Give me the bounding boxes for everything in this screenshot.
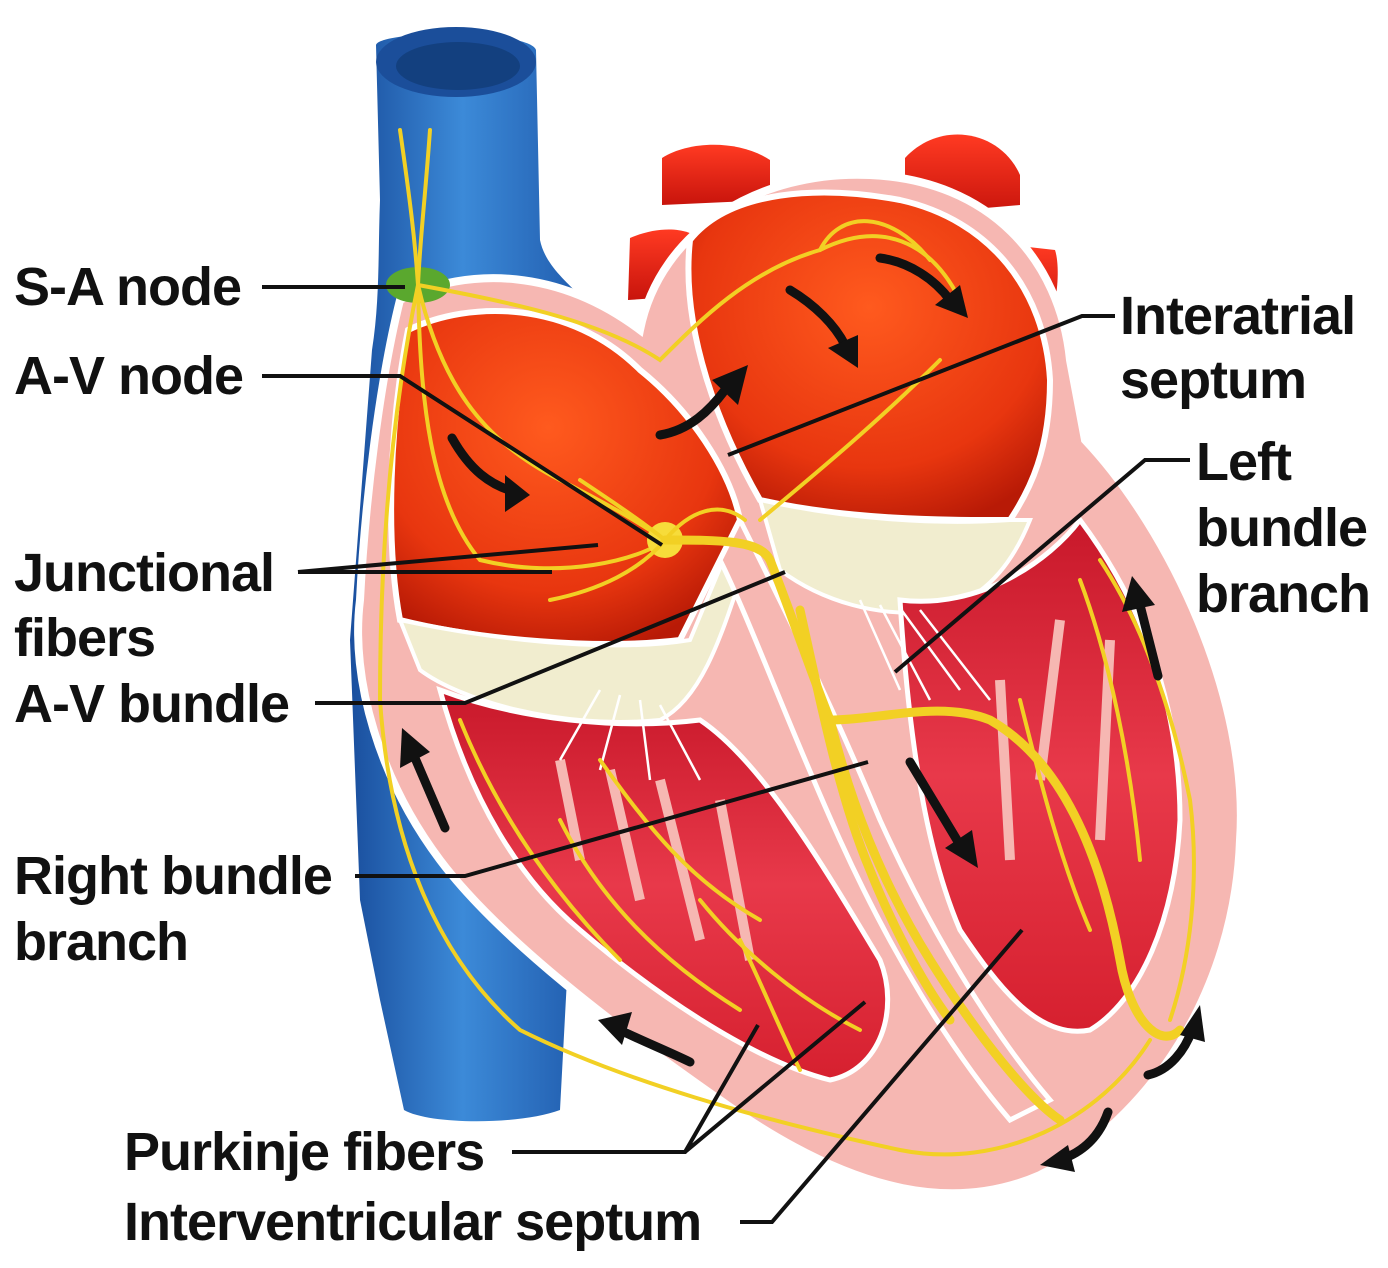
interventricular-septum-wall bbox=[717, 514, 1054, 1124]
arrow-septum-down-head bbox=[945, 830, 978, 868]
left-bundle-branch-fiber bbox=[825, 706, 1185, 1041]
label-purkinje: Purkinje fibers bbox=[124, 1122, 484, 1182]
arrow-right-atrium-head bbox=[505, 475, 530, 512]
label-left-bundle-1: Left bbox=[1196, 432, 1292, 492]
arrow-apex-bottom-head bbox=[1040, 1145, 1075, 1172]
arrow-bottom-left-head bbox=[598, 1012, 632, 1045]
sa-fiber-up-2 bbox=[416, 128, 432, 287]
arrow-left-wall-up-head bbox=[1122, 576, 1155, 612]
label-av-node: A-V node bbox=[14, 346, 243, 406]
vein-opening bbox=[396, 42, 520, 90]
chordae-tendineae bbox=[558, 599, 991, 781]
arrow-septum-down bbox=[905, 757, 965, 850]
label-junctional-2: fibers bbox=[14, 608, 155, 668]
leader-junctional-fibers bbox=[297, 543, 599, 574]
label-right-bundle-1: Right bundle bbox=[14, 846, 332, 906]
left-atrium bbox=[685, 189, 1054, 615]
label-right-bundle-2: branch bbox=[14, 912, 188, 972]
arrow-left-atrium-2-head bbox=[935, 285, 968, 318]
arrow-apex-right-head bbox=[1180, 1005, 1205, 1042]
arrow-bottom-left bbox=[615, 1025, 695, 1067]
arrow-right-wall-up-head bbox=[400, 728, 430, 768]
arrow-left-wall-up bbox=[1135, 600, 1163, 681]
leader-av-node bbox=[262, 374, 664, 547]
arrow-interatrial-head bbox=[712, 365, 748, 405]
right-purkinje-fibers bbox=[558, 758, 862, 1032]
leader-left-bundle bbox=[893, 458, 1190, 674]
septal-bundle-fiber bbox=[825, 715, 1065, 1125]
label-av-bundle: A-V bundle bbox=[14, 674, 289, 734]
label-interatrial-2: septum bbox=[1120, 350, 1306, 410]
left-atrium-chamber bbox=[685, 189, 1054, 524]
internodal-fiber-1 bbox=[416, 283, 667, 542]
arrow-left-atrium-1 bbox=[785, 285, 850, 350]
leader-interatrial bbox=[727, 314, 1115, 457]
bachmann-fiber bbox=[416, 248, 822, 363]
conduction-system bbox=[377, 128, 1196, 1157]
left-purkinje-fiber-1 bbox=[1098, 558, 1196, 1022]
arrow-left-atrium-2 bbox=[875, 253, 955, 305]
right-ventricle bbox=[436, 685, 891, 1083]
leader-lines bbox=[262, 285, 1190, 1224]
mitral-valve-area bbox=[757, 497, 1033, 615]
junctional-fiber-branches bbox=[548, 478, 747, 602]
label-sa-node: S-A node bbox=[14, 257, 241, 317]
leader-av-bundle bbox=[315, 570, 786, 705]
arrow-left-atrium-1-head bbox=[828, 335, 858, 368]
left-purkinje-fiber-2 bbox=[1018, 578, 1142, 932]
trabeculae-right bbox=[555, 759, 755, 961]
right-peripheral-fiber bbox=[377, 283, 1152, 1157]
impulse-arrows bbox=[400, 253, 1205, 1172]
label-junctional-1: Junctional bbox=[14, 543, 274, 603]
label-left-bundle-2: bundle bbox=[1196, 498, 1367, 558]
labels: S-A node A-V node Junctional fibers A-V … bbox=[14, 257, 1371, 1252]
leader-right-bundle bbox=[355, 760, 869, 878]
right-ventricle-muscle bbox=[436, 685, 891, 1083]
label-interventricular: Interventricular septum bbox=[124, 1192, 701, 1252]
aorta-left-branch bbox=[662, 144, 770, 205]
label-left-bundle-3: branch bbox=[1196, 564, 1370, 624]
arrow-interatrial bbox=[655, 385, 730, 440]
leader-purkinje bbox=[512, 1000, 867, 1154]
leader-interventricular bbox=[740, 928, 1024, 1224]
arrow-right-wall-up bbox=[410, 753, 450, 833]
label-interatrial-1: Interatrial bbox=[1120, 286, 1355, 346]
right-bundle-branch-fiber bbox=[795, 605, 955, 1025]
